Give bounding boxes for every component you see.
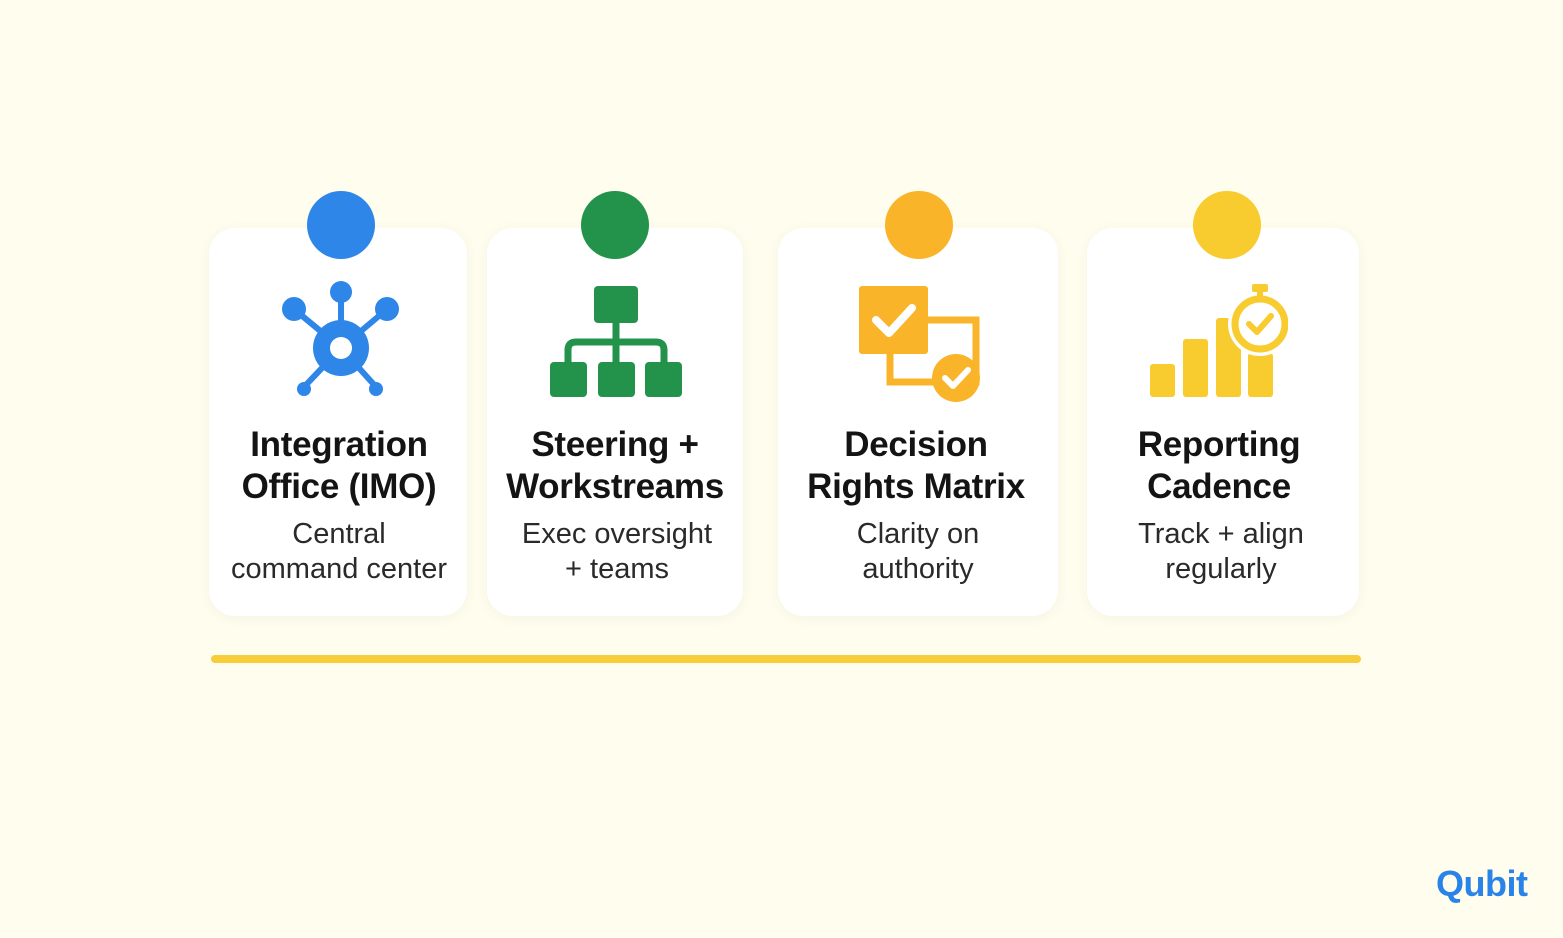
step-title: Reporting Cadence [1137, 425, 1301, 506]
step-title: Steering + Workstreams [506, 425, 724, 506]
timeline-bar [211, 655, 1361, 663]
step-description: Clarity on authority [856, 518, 980, 585]
org-chart-icon [546, 278, 686, 408]
step-marker-dot [1193, 191, 1261, 259]
step-marker-dot [581, 191, 649, 259]
step-description: Central command center [231, 518, 447, 585]
step-title: Decision Rights Matrix [807, 425, 1025, 506]
step-card-reporting-cadence [1087, 228, 1359, 616]
qubit-logo: Qubit [1436, 863, 1528, 904]
bar-chart-stopwatch-icon [1148, 278, 1288, 408]
hub-network-icon [271, 278, 411, 408]
step-description: Track + align regularly [1138, 518, 1304, 585]
step-title: Integration Office (IMO) [241, 425, 437, 506]
step-marker-dot [307, 191, 375, 259]
step-description: Exec oversight + teams [521, 518, 713, 585]
step-marker-dot [885, 191, 953, 259]
checkbox-flow-icon [850, 278, 990, 408]
